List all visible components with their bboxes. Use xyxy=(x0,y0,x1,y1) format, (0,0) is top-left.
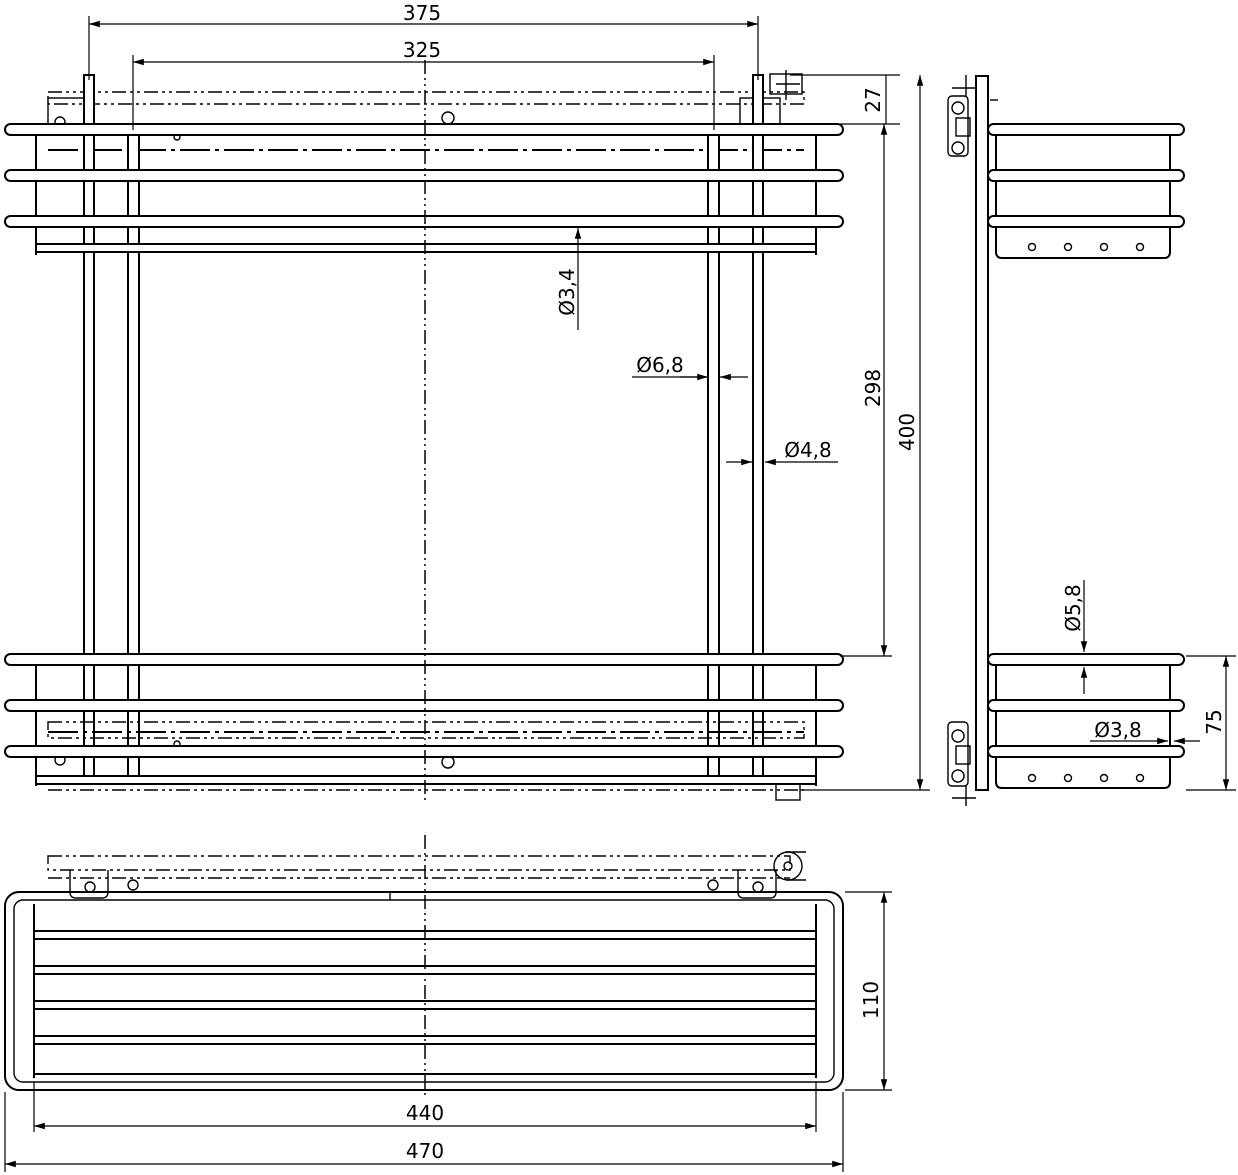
dim-325: 325 xyxy=(132,38,715,130)
dia-3-4-callout: Ø3,4 xyxy=(555,228,582,330)
dim-75-label: 75 xyxy=(1202,709,1226,734)
dim-298: 298 xyxy=(840,124,892,657)
dim-470: 470 xyxy=(4,1092,844,1172)
dim-298-label: 298 xyxy=(861,369,885,407)
dim-400: 400 xyxy=(800,75,930,791)
side-bottom-basket xyxy=(987,653,1185,789)
dia-6-8-label: Ø6,8 xyxy=(636,353,684,377)
dia-6-8-callout: Ø6,8 xyxy=(632,353,748,381)
dim-27: 27 xyxy=(790,74,900,125)
dia-3-8-label: Ø3,8 xyxy=(1094,718,1142,742)
dia-4-8-callout: Ø4,8 xyxy=(726,438,838,466)
dim-75: 75 xyxy=(1186,655,1236,791)
dim-440-label: 440 xyxy=(406,1101,444,1125)
dim-325-label: 325 xyxy=(403,38,441,62)
top-view: 110 440 470 xyxy=(4,835,892,1172)
side-top-hinge xyxy=(947,75,998,157)
dim-375-label: 375 xyxy=(403,1,441,25)
top-view-mounting-rail xyxy=(47,851,806,899)
side-view: Ø5,8 Ø3,8 75 xyxy=(947,75,1236,806)
front-view: 375 325 27 298 400 Ø3,4 xyxy=(4,1,930,801)
dim-110: 110 xyxy=(845,891,892,1091)
top-mounting-rail xyxy=(47,70,805,151)
bottom-basket xyxy=(4,653,844,801)
side-back-plate xyxy=(975,75,989,791)
dia-5-8-callout: Ø5,8 xyxy=(1061,580,1088,694)
dim-375: 375 xyxy=(88,1,759,80)
side-top-basket xyxy=(987,123,1185,259)
dim-400-label: 400 xyxy=(895,413,919,451)
dia-5-8-label: Ø5,8 xyxy=(1061,584,1085,632)
dim-27-label: 27 xyxy=(861,87,885,112)
side-bottom-hinge xyxy=(947,721,976,806)
dia-3-8-callout: Ø3,8 xyxy=(1090,718,1200,745)
top-view-basket xyxy=(4,891,844,1091)
dim-110-label: 110 xyxy=(859,981,883,1019)
dim-440: 440 xyxy=(33,1082,817,1132)
dia-4-8-label: Ø4,8 xyxy=(784,438,832,462)
dia-3-4-label: Ø3,4 xyxy=(555,268,579,316)
top-basket xyxy=(4,123,844,255)
dim-470-label: 470 xyxy=(406,1139,444,1163)
